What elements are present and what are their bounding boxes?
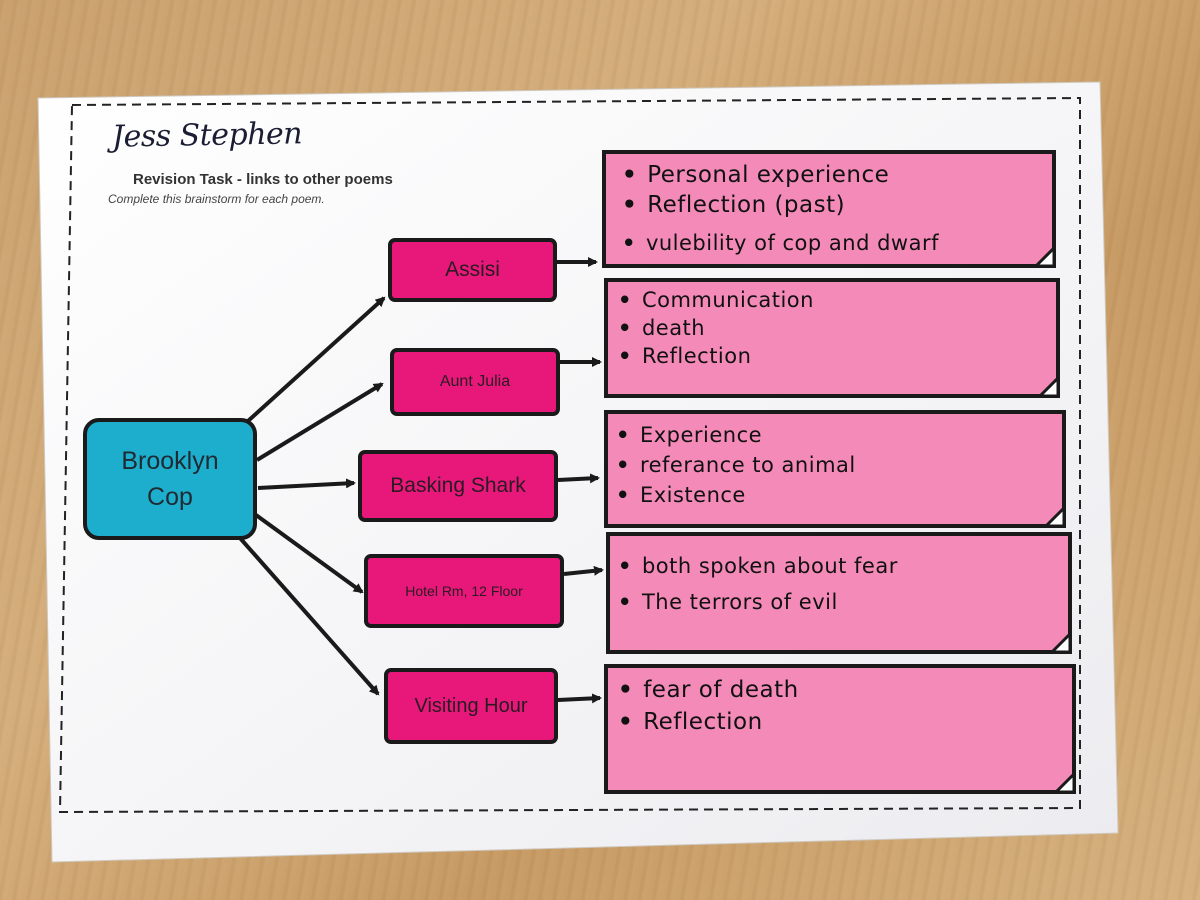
note-item: fear of death [618, 674, 799, 706]
center-node-label: Brooklyn Cop [85, 420, 255, 538]
branch-node-aunt-julia [390, 348, 560, 416]
notes-list-hotel-rm: both spoken about fear The terrors of ev… [618, 548, 898, 620]
note-item: The terrors of evil [618, 584, 898, 620]
note-item: Reflection [618, 706, 799, 738]
branch-node-hotel-rm [364, 554, 564, 628]
branch-label-aunt-julia: Aunt Julia [439, 373, 511, 390]
note-item: death [618, 314, 814, 342]
task-title: Revision Task - links to other poems [133, 171, 393, 188]
center-node-line-1: Brooklyn [121, 447, 219, 475]
branch-label-visiting-hour: Visiting Hour [414, 694, 528, 717]
notes-list-visiting-hour: fear of death Reflection [618, 674, 799, 738]
note-item: Reflection (past) [622, 190, 939, 220]
connector-arrow [238, 536, 380, 696]
notes-list-assisi: Personal experience Reflection (past) vu… [622, 160, 939, 258]
branch-label-assisi: Assisi [445, 258, 500, 281]
center-node-brooklyn-cop [83, 418, 257, 540]
note-item: vulebility of cop and dwarf [622, 228, 939, 258]
note-folded-corner [1032, 244, 1056, 268]
connector-arrow [257, 478, 356, 490]
branch-label-hotel-rm: Hotel Rm, 12 Floor [405, 583, 523, 599]
branch-label-basking-shark: Basking Shark [390, 474, 526, 497]
note-item: Reflection [618, 342, 814, 370]
note-folded-corner [1052, 770, 1076, 794]
note-item: referance to animal [616, 450, 856, 480]
note-item: Communication [618, 286, 814, 314]
connector-arrow [557, 473, 600, 484]
connector-arrow [246, 296, 386, 423]
note-item: both spoken about fear [618, 548, 898, 584]
note-folded-corner [1042, 504, 1066, 528]
note-folded-corner [1036, 374, 1060, 398]
branch-node-assisi [388, 238, 557, 302]
notes-list-aunt-julia: Communication death Reflection [618, 286, 814, 370]
note-folded-corner [1048, 630, 1072, 654]
connector-arrow [254, 513, 364, 594]
center-node-line-2: Cop [147, 483, 193, 511]
note-item: Existence [616, 480, 856, 510]
notes-list-basking-shark: Experience referance to animal Existence [616, 420, 856, 510]
connector-arrow [255, 382, 384, 462]
note-item: Personal experience [622, 160, 939, 190]
author-signature: Jess Stephen [111, 116, 303, 155]
task-subtitle: Complete this brainstorm for each poem. [108, 192, 325, 206]
branch-node-visiting-hour [384, 668, 558, 744]
branch-node-basking-shark [358, 450, 558, 522]
dashed-border [58, 96, 1081, 814]
connector-arrow [557, 693, 602, 704]
note-item: Experience [616, 420, 856, 450]
connector-arrow [563, 565, 604, 576]
